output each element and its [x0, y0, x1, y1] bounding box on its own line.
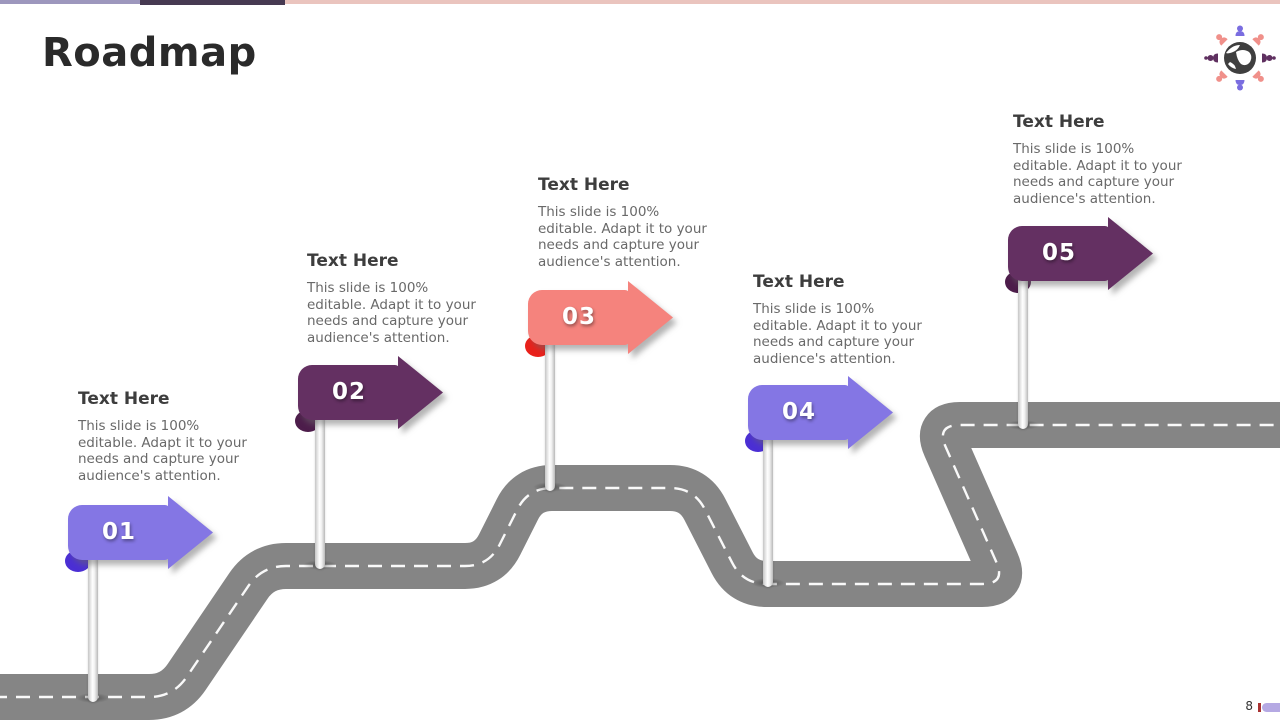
milestone-number: 02 [331, 379, 366, 405]
top-accent-segment-3 [285, 0, 1280, 4]
footer-accent-tick [1258, 703, 1261, 712]
milestone-text-block: Text Here This slide is 100% editable. A… [753, 272, 925, 367]
milestone-description[interactable]: This slide is 100% editable. Adapt it to… [307, 280, 476, 346]
milestone-description[interactable]: This slide is 100% editable. Adapt it to… [1013, 141, 1182, 207]
milestone-sign[interactable]: 04 [748, 376, 894, 449]
milestone-text-block: Text Here This slide is 100% editable. A… [307, 251, 479, 346]
arrow-right-icon [398, 356, 443, 429]
sign-body: 01 [68, 505, 170, 560]
sign-body: 05 [1008, 226, 1110, 281]
globe-icon [1224, 42, 1256, 74]
signpost-pole [763, 412, 773, 587]
milestone-number: 05 [1041, 240, 1076, 266]
milestone-title[interactable]: Text Here [1013, 112, 1105, 132]
milestone-number: 03 [561, 304, 596, 330]
signpost-pole [315, 392, 325, 569]
arrow-right-icon [848, 376, 893, 449]
road-center-line [0, 423, 1280, 699]
arrow-right-icon [628, 281, 673, 354]
signpost-pole [1018, 253, 1028, 429]
sign-body: 02 [298, 365, 400, 420]
milestone-title[interactable]: Text Here [78, 389, 170, 409]
milestone-title[interactable]: Text Here [538, 175, 630, 195]
sign-body: 03 [528, 290, 630, 345]
page-title[interactable]: Roadmap [42, 30, 257, 76]
logo-people [1204, 25, 1276, 91]
arrow-right-icon [1108, 217, 1153, 290]
milestone-text-block: Text Here This slide is 100% editable. A… [538, 175, 710, 270]
sign-body: 04 [748, 385, 850, 440]
milestone-number: 01 [101, 519, 136, 545]
milestone-description[interactable]: This slide is 100% editable. Adapt it to… [753, 301, 922, 367]
people-around-globe-icon [1204, 25, 1276, 91]
top-accent-bar [0, 0, 1280, 6]
milestone-sign[interactable]: 01 [68, 496, 214, 569]
milestone-text-block: Text Here This slide is 100% editable. A… [78, 389, 250, 484]
top-accent-segment-2 [140, 0, 285, 5]
footer-accent-bar [1262, 703, 1280, 712]
milestone-number: 04 [781, 399, 816, 425]
milestone-title[interactable]: Text Here [753, 272, 845, 292]
milestone-description[interactable]: This slide is 100% editable. Adapt it to… [78, 418, 247, 484]
top-accent-segment-1 [0, 0, 140, 4]
milestone-sign[interactable]: 02 [298, 356, 444, 429]
page-number: 8 [1245, 699, 1253, 713]
milestone-title[interactable]: Text Here [307, 251, 399, 271]
milestone-sign[interactable]: 05 [1008, 217, 1154, 290]
signpost-pole [545, 317, 555, 491]
signpost-pole [88, 530, 98, 702]
milestone-text-block: Text Here This slide is 100% editable. A… [1013, 112, 1185, 207]
milestone-description[interactable]: This slide is 100% editable. Adapt it to… [538, 204, 707, 270]
arrow-right-icon [168, 496, 213, 569]
company-logo[interactable] [1204, 22, 1276, 94]
milestone-sign[interactable]: 03 [528, 281, 674, 354]
